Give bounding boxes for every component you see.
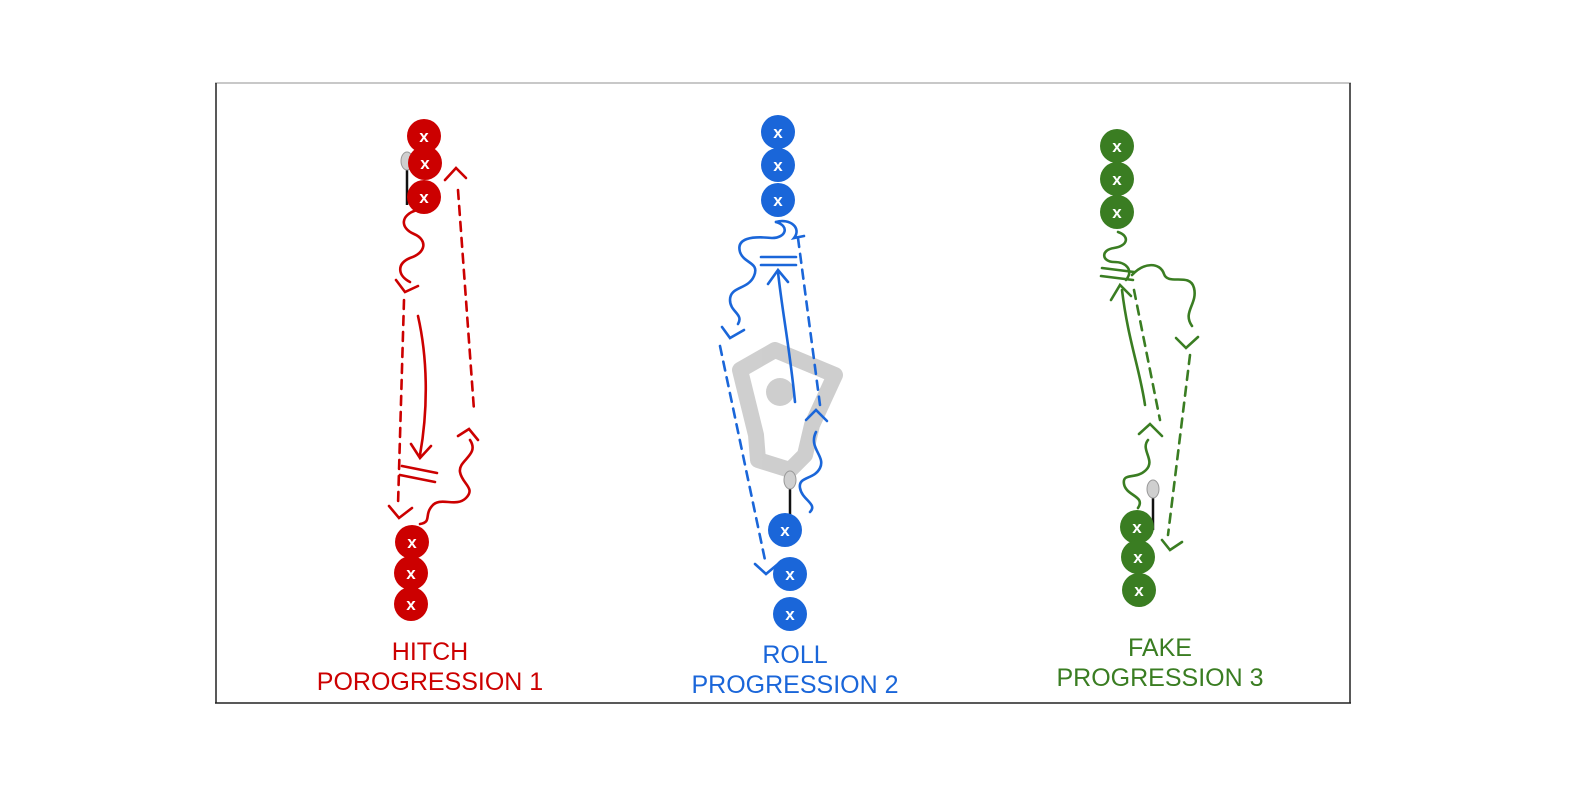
fake-catch-mark-1 bbox=[1100, 266, 1136, 274]
player-marker-label: x bbox=[420, 154, 430, 173]
diagram-border bbox=[215, 82, 1351, 704]
drill-fake bbox=[1099, 230, 1200, 552]
roll-wavy-dodge-right bbox=[798, 430, 823, 514]
player-marker-label: x bbox=[773, 191, 783, 210]
fake-pass-line bbox=[1120, 288, 1147, 407]
player-marker-label: x bbox=[406, 564, 416, 583]
fake-catch-mark-2 bbox=[1099, 274, 1135, 282]
hitch-pass-line bbox=[416, 314, 428, 457]
drill-label-fake: FAKE PROGRESSION 3 bbox=[1020, 633, 1300, 693]
player-x-icon bbox=[407, 119, 441, 153]
player-x-icon bbox=[1100, 162, 1134, 196]
roll-top-swirl bbox=[774, 219, 806, 240]
fake-wavy-dodge-bottom bbox=[1122, 438, 1151, 510]
player-x-icon bbox=[394, 556, 428, 590]
player-marker-label: x bbox=[785, 565, 795, 584]
fake-arrowhead-dodge-right bbox=[1174, 335, 1200, 350]
player-x-icon bbox=[761, 115, 795, 149]
fake-arrowhead-middle bbox=[1137, 422, 1164, 438]
roll-dashed-lane-left bbox=[718, 344, 767, 562]
hitch-arrowhead-dodge-bottom bbox=[456, 427, 480, 442]
roll-dashed-lane-right bbox=[796, 236, 822, 407]
player-marker-label: x bbox=[419, 127, 429, 146]
drill-name-roll: ROLL bbox=[762, 641, 828, 669]
hitch-arrowhead-top bbox=[443, 166, 468, 182]
player-x-icon bbox=[761, 148, 795, 182]
hitch-catch-mark-2 bbox=[398, 473, 437, 484]
drill-label-roll: ROLL PROGRESSION 2 bbox=[660, 640, 930, 700]
player-marker-label: x bbox=[1133, 548, 1143, 567]
player-x-icon bbox=[408, 146, 442, 180]
player-marker-label: x bbox=[773, 156, 783, 175]
hitch-dashed-lane-left bbox=[396, 298, 406, 507]
hitch-dashed-lane-right bbox=[456, 188, 476, 412]
hitch-arrowhead-dodge bbox=[394, 278, 420, 294]
roll-pass-line bbox=[776, 270, 797, 404]
fake-pass-arrowhead bbox=[1109, 282, 1133, 302]
player-x-icon bbox=[1121, 540, 1155, 574]
roll-lacrosse-stick-icon bbox=[783, 470, 797, 520]
player-x-icon bbox=[1100, 195, 1134, 229]
player-x-icon bbox=[1120, 510, 1154, 544]
player-x-icon bbox=[1100, 129, 1134, 163]
fake-wavy-dodge-right bbox=[1130, 263, 1196, 328]
drill-name-hitch: HITCH bbox=[391, 638, 469, 666]
player-x-icon bbox=[394, 587, 428, 621]
hitch-pass-arrowhead bbox=[409, 442, 433, 461]
player-x-icon bbox=[1122, 573, 1156, 607]
fake-arrowhead-bottom-right bbox=[1160, 538, 1184, 552]
player-x-icon bbox=[407, 180, 441, 214]
player-x-icon bbox=[773, 597, 807, 631]
player-x-icon bbox=[761, 183, 795, 217]
drill-progression-hitch: POROGRESSION 1 bbox=[316, 668, 544, 696]
drill-progression-fake: PROGRESSION 3 bbox=[1056, 664, 1264, 692]
player-marker-label: x bbox=[419, 188, 429, 207]
player-x-icon bbox=[768, 513, 802, 547]
player-marker-label: x bbox=[780, 521, 790, 540]
hitch-catch-mark-1 bbox=[400, 464, 439, 475]
player-marker-label: x bbox=[1112, 170, 1122, 189]
roll-arrowhead-bottom-left bbox=[753, 562, 780, 576]
player-marker-label: x bbox=[785, 605, 795, 624]
roll-arrowhead-dodge-left bbox=[720, 325, 746, 340]
hitch-wavy-dodge-top bbox=[398, 208, 425, 284]
drill-label-hitch: HITCH POROGRESSION 1 bbox=[290, 637, 570, 697]
fake-dashed-lane-right bbox=[1166, 353, 1192, 537]
fake-dashed-lane-middle bbox=[1132, 288, 1162, 422]
drill-name-fake: FAKE bbox=[1128, 634, 1192, 662]
player-x-icon bbox=[773, 557, 807, 591]
player-marker-label: x bbox=[1112, 203, 1122, 222]
fake-top-swirl bbox=[1102, 230, 1131, 282]
player-marker-label: x bbox=[1132, 518, 1142, 537]
lacrosse-helmet-watermark-icon bbox=[732, 342, 843, 478]
player-x-icon bbox=[395, 525, 429, 559]
drill-progression-roll: PROGRESSION 2 bbox=[691, 671, 899, 699]
roll-pass-arrowhead bbox=[766, 267, 790, 286]
roll-wavy-dodge-top-left bbox=[728, 220, 786, 326]
player-marker-label: x bbox=[1134, 581, 1144, 600]
player-marker-label: x bbox=[773, 123, 783, 142]
roll-arrowhead-right bbox=[804, 408, 829, 423]
drill-hitch bbox=[387, 166, 480, 526]
hitch-wavy-dodge-bottom bbox=[418, 438, 474, 526]
player-marker-label: x bbox=[406, 595, 416, 614]
player-marker-label: x bbox=[407, 533, 417, 552]
hitch-arrowhead-bottom-left bbox=[387, 504, 414, 520]
player-marker-label: x bbox=[1112, 137, 1122, 156]
drill-roll bbox=[718, 219, 829, 576]
